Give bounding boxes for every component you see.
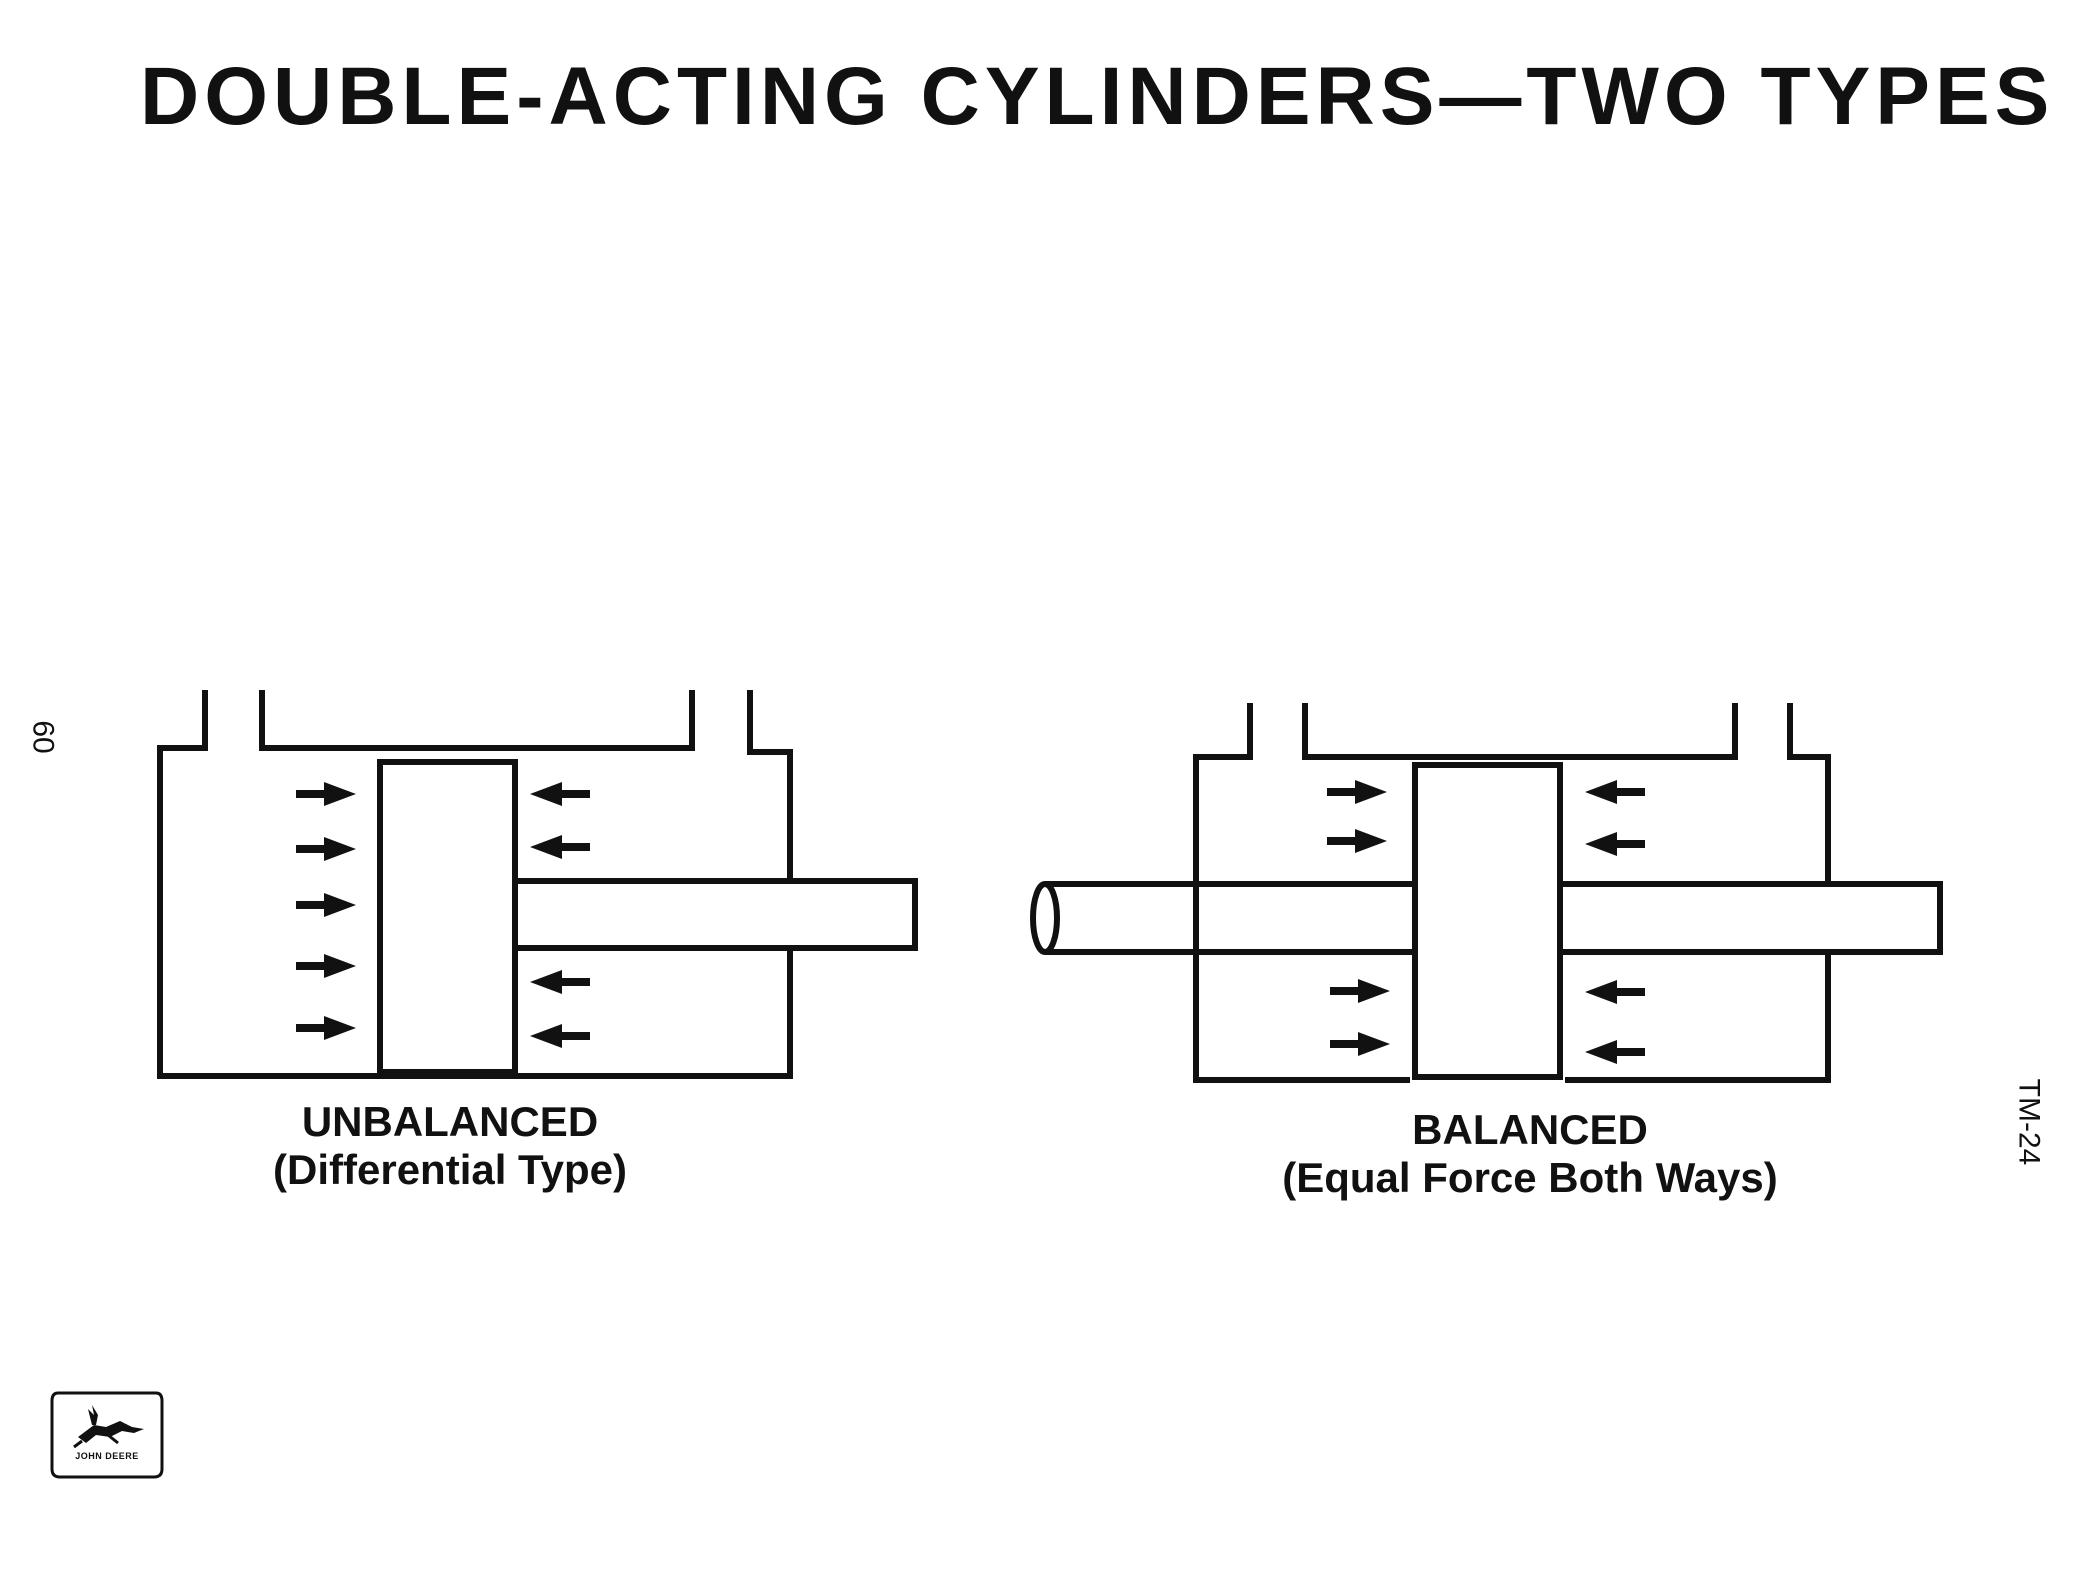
margin-number: 60 xyxy=(26,720,60,754)
arrow-left xyxy=(530,970,590,994)
balanced-left-rod xyxy=(1045,881,1415,955)
unbalanced-pressure-arrows xyxy=(296,782,590,1048)
arrow-left xyxy=(1585,780,1645,804)
arrow-right xyxy=(1327,780,1387,804)
john-deere-logo: JOHN DEERE xyxy=(48,1385,166,1483)
arrow-right xyxy=(296,782,356,806)
unbalanced-caption: UNBALANCED (Differential Type) xyxy=(200,1098,700,1194)
arrow-left xyxy=(1585,1040,1645,1064)
arrow-right xyxy=(296,954,356,978)
unbalanced-caption-title: UNBALANCED xyxy=(301,1098,599,1145)
balanced-rod-broken-end xyxy=(1030,881,1060,955)
balanced-cylinder-body-bottom xyxy=(1565,953,1831,1083)
arrow-left xyxy=(530,782,590,806)
arrow-right xyxy=(1327,829,1387,853)
unbalanced-piston xyxy=(377,759,518,1075)
arrow-left xyxy=(1585,832,1645,856)
logo-text: JOHN DEERE xyxy=(75,1451,139,1461)
arrow-left xyxy=(530,1024,590,1048)
unbalanced-left-port xyxy=(259,690,695,751)
balanced-left-port xyxy=(1302,703,1738,760)
arrow-right xyxy=(296,837,356,861)
unbalanced-piston-rod xyxy=(515,878,918,951)
balanced-cylinder-body-right xyxy=(1787,703,1831,885)
unbalanced-caption-subtitle: (Differential Type) xyxy=(273,1146,627,1193)
figure-code: TM-24 xyxy=(2012,1078,2046,1166)
balanced-caption-title: BALANCED xyxy=(1412,1106,1648,1153)
arrow-right xyxy=(1330,979,1390,1003)
arrow-right xyxy=(296,893,356,917)
page-title: DOUBLE-ACTING CYLINDERS—TWO TYPES xyxy=(140,51,2055,142)
unbalanced-cylinder-body xyxy=(157,690,793,1079)
balanced-piston xyxy=(1412,762,1563,1080)
unbalanced-cylinder-body-top xyxy=(747,690,793,881)
leaping-deer-icon xyxy=(50,1391,164,1479)
balanced-caption: BALANCED (Equal Force Both Ways) xyxy=(1240,1106,1820,1202)
arrow-left xyxy=(530,835,590,859)
arrow-left xyxy=(1585,980,1645,1004)
arrow-right xyxy=(1330,1032,1390,1056)
balanced-right-rod xyxy=(1560,881,1943,955)
balanced-caption-subtitle: (Equal Force Both Ways) xyxy=(1282,1154,1778,1201)
balanced-cylinder-body-left xyxy=(1193,703,1410,1083)
arrow-right xyxy=(296,1016,356,1040)
balanced-pressure-arrows xyxy=(1327,780,1645,1064)
